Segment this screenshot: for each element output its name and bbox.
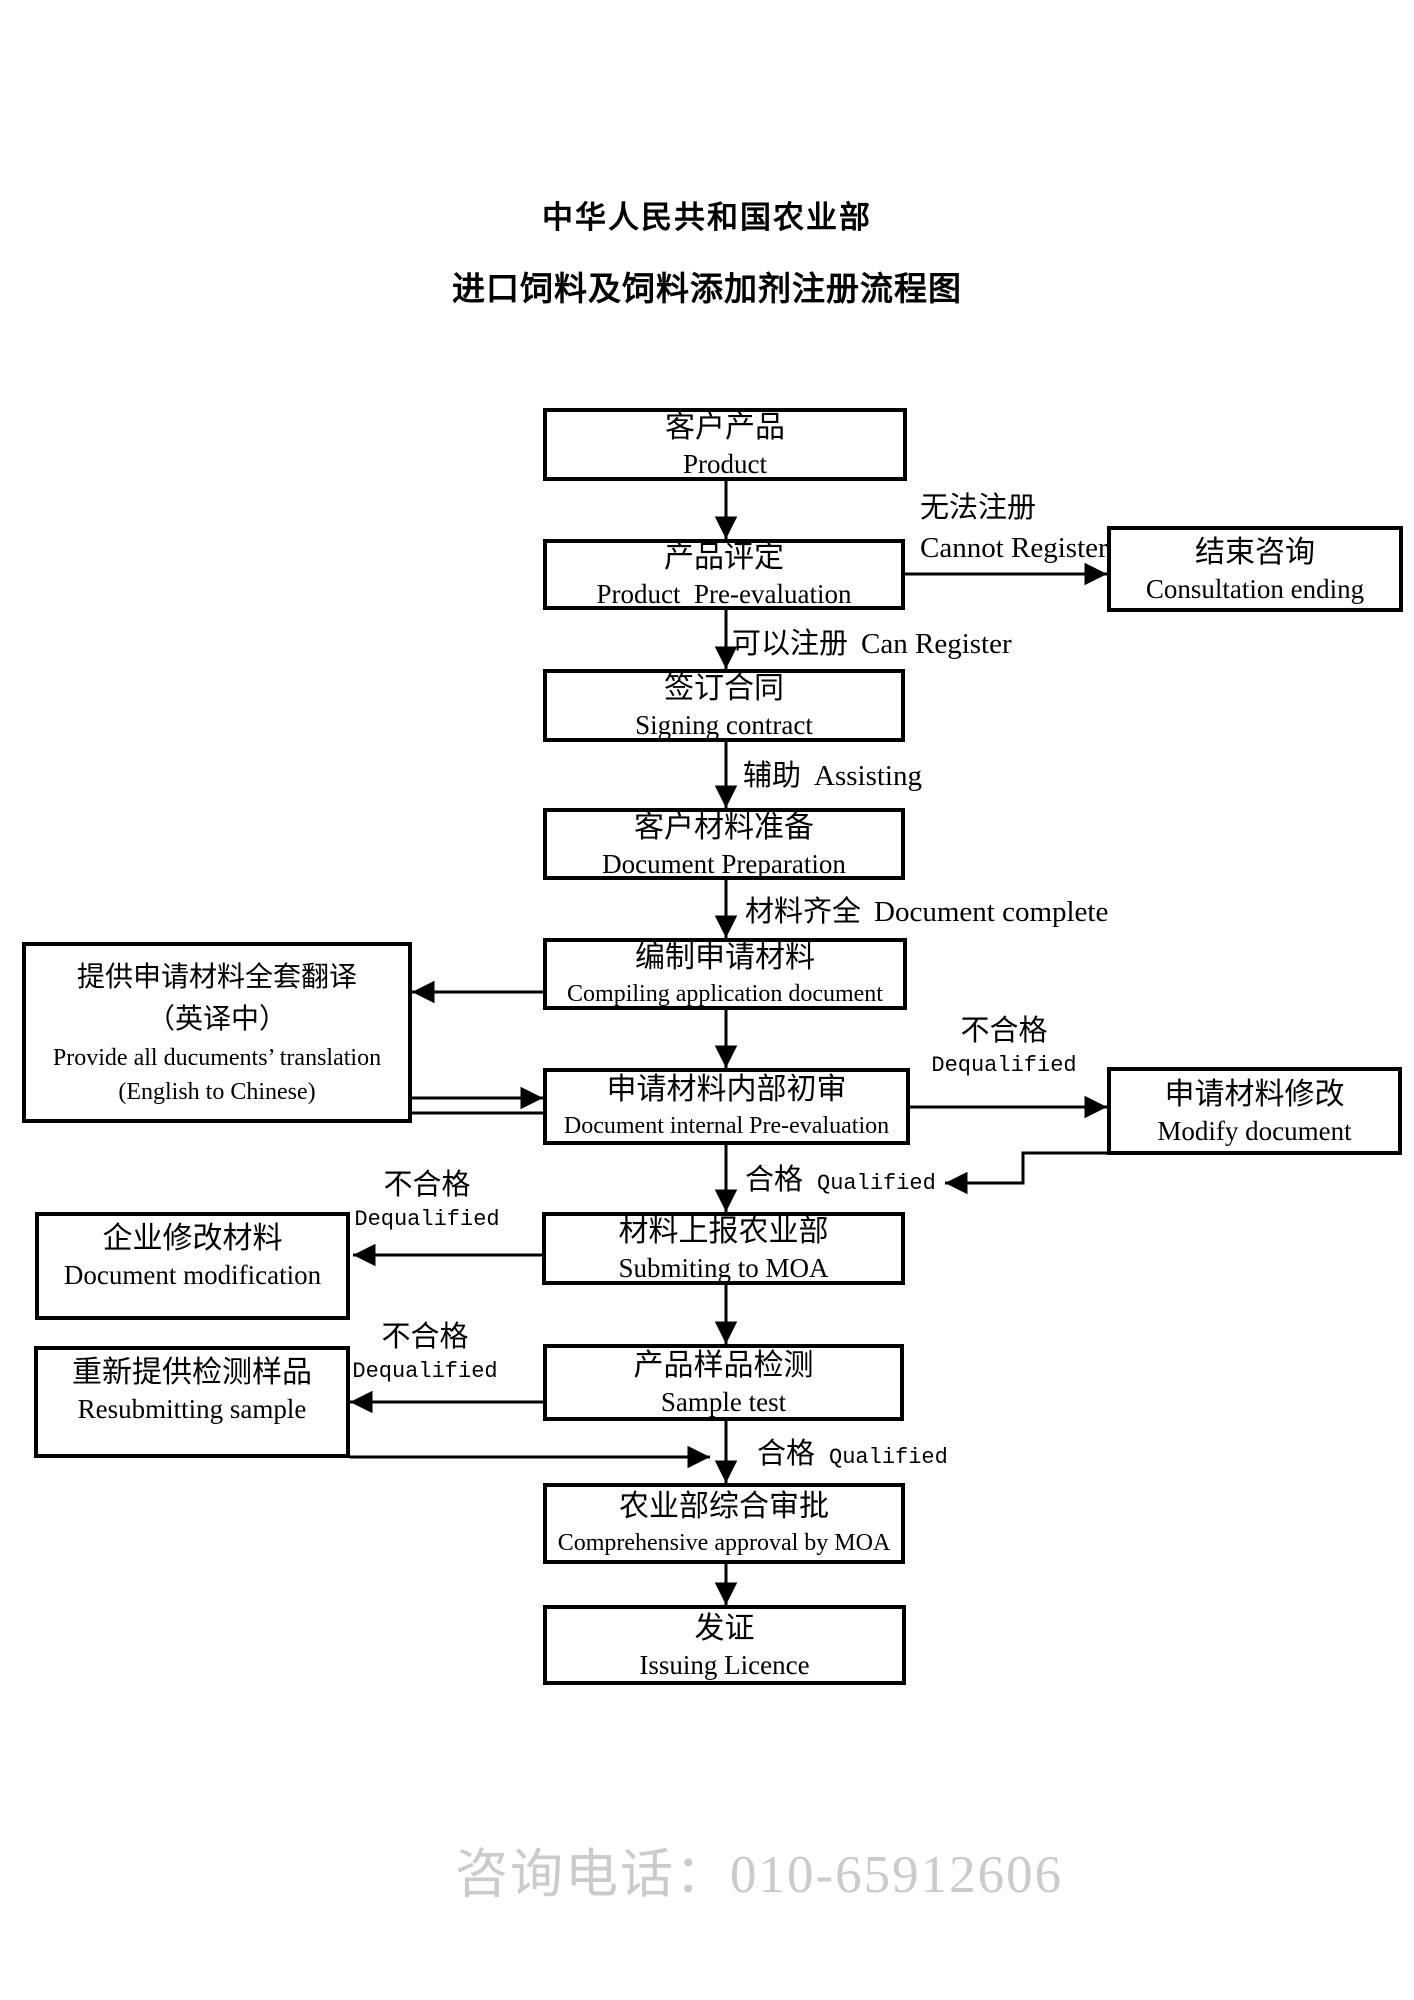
label-document-complete-en: Document complete (874, 896, 1109, 928)
node-signing-contract-en: Signing contract (635, 710, 813, 740)
label-qualified-submit-en: Qualified (817, 1171, 936, 1196)
node-issuing-licence-zh: 发证 (694, 1611, 755, 1645)
node-issuing-licence-en: Issuing Licence (639, 1649, 810, 1680)
label-dequalified-resample-en: Dequalified (352, 1359, 498, 1384)
label-dequalified-modify-zh: 不合格 (960, 1015, 1048, 1047)
label-qualified-approval-en: Qualified (829, 1445, 948, 1470)
node-compiling-application-zh: 编制申请材料 (635, 940, 815, 974)
node-internal-review-zh: 申请材料内部初审 (606, 1073, 847, 1106)
label-document-complete-zh: 材料齐全 (745, 896, 862, 928)
node-sample-test-zh: 产品样品检测 (633, 1349, 814, 1382)
node-modify-document-en: Modify document (1157, 1115, 1352, 1146)
node-signing-contract-zh: 签订合同 (664, 672, 784, 705)
label-dequalified-docmod-zh: 不合格 (383, 1169, 471, 1201)
node-sample-test: 产品样品检测 Sample test (543, 1344, 904, 1421)
node-pre-evaluation-en: Product Pre-evaluation (596, 579, 852, 609)
node-product: 客户产品 Product (543, 408, 907, 481)
node-internal-review-en: Document internal Pre-evaluation (563, 1113, 890, 1139)
label-qualified-submit: 合格 Qualified (745, 1156, 936, 1198)
node-document-modification-zh: 企业修改材料 (102, 1221, 283, 1255)
page-subtitle: 进口饲料及饲料添加剂注册流程图 (452, 272, 962, 308)
label-qualified-approval: 合格 Qualified (757, 1430, 948, 1472)
label-assisting-zh: 辅助 (743, 760, 802, 792)
node-issuing-licence: 发证 Issuing Licence (543, 1605, 906, 1685)
label-dequalified-resample: 不合格 Dequalified (350, 1316, 500, 1386)
label-cannot-register-zh: 无法注册 (920, 492, 1037, 524)
label-dequalified-docmod-en: Dequalified (354, 1207, 500, 1232)
node-comprehensive-approval: 农业部综合审批 Comprehensive approval by MOA (543, 1483, 905, 1564)
node-document-modification: 企业修改材料 Document modification (35, 1212, 350, 1320)
label-assisting: 辅助 Assisting (743, 752, 922, 794)
page-title: 中华人民共和国农业部 (542, 200, 872, 235)
node-product-en: Product (683, 449, 767, 479)
node-translation-en2: (English to Chinese) (118, 1078, 316, 1105)
node-sample-test-en: Sample test (660, 1387, 787, 1417)
node-consultation-ending: 结束咨询 Consultation ending (1107, 526, 1403, 612)
contact-watermark: 咨询电话：010-65912606 (455, 1846, 1064, 1904)
node-compiling-application-en: Compiling application document (567, 980, 883, 1007)
node-comprehensive-approval-en: Comprehensive approval by MOA (557, 1530, 891, 1556)
node-translation: 提供申请材料全套翻译 （英译中） Provide all ducuments’ … (22, 942, 412, 1123)
node-signing-contract: 签订合同 Signing contract (543, 669, 905, 742)
node-translation-en: Provide all ducuments’ translation (52, 1044, 382, 1071)
node-pre-evaluation-zh: 产品评定 (664, 541, 784, 574)
node-translation-zh2: （英译中） (146, 1003, 287, 1035)
node-document-preparation-en: Document Preparation (602, 848, 846, 879)
label-dequalified-docmod: 不合格 Dequalified (352, 1164, 502, 1234)
node-translation-zh: 提供申请材料全套翻译 (76, 961, 357, 993)
node-resubmitting-sample: 重新提供检测样品 Resubmitting sample (34, 1346, 350, 1458)
node-internal-review: 申请材料内部初审 Document internal Pre-evaluatio… (543, 1068, 910, 1145)
node-modify-document: 申请材料修改 Modify document (1107, 1067, 1402, 1155)
label-qualified-approval-zh: 合格 (757, 1438, 816, 1470)
node-compiling-application: 编制申请材料 Compiling application document (543, 938, 907, 1010)
label-assisting-en: Assisting (814, 760, 922, 792)
label-dequalified-modify: 不合格 Dequalified (928, 1010, 1080, 1080)
node-document-modification-en: Document modification (63, 1259, 322, 1290)
node-resubmitting-sample-zh: 重新提供检测样品 (72, 1355, 312, 1389)
node-resubmitting-sample-en: Resubmitting sample (77, 1393, 307, 1424)
label-document-complete: 材料齐全 Document complete (745, 888, 1108, 930)
node-document-preparation: 客户材料准备 Document Preparation (543, 808, 905, 880)
node-submitting-moa: 材料上报农业部 Submiting to MOA (542, 1212, 905, 1285)
node-consultation-ending-en: Consultation ending (1145, 573, 1365, 604)
label-qualified-submit-zh: 合格 (745, 1164, 804, 1196)
node-document-preparation-zh: 客户材料准备 (634, 810, 814, 844)
label-can-register-zh: 可以注册 (732, 628, 849, 660)
node-submitting-moa-zh: 材料上报农业部 (618, 1215, 829, 1248)
label-dequalified-modify-en: Dequalified (931, 1053, 1077, 1078)
label-cannot-register: 无法注册 Cannot Register (920, 486, 1108, 566)
node-product-zh: 客户产品 (665, 411, 785, 444)
node-modify-document-zh: 申请材料修改 (1164, 1077, 1345, 1111)
label-dequalified-resample-zh: 不合格 (381, 1321, 469, 1353)
node-consultation-ending-zh: 结束咨询 (1195, 535, 1315, 569)
label-can-register: 可以注册 Can Register (732, 620, 1012, 662)
edge-modify-return (945, 1151, 1110, 1195)
node-submitting-moa-en: Submiting to MOA (618, 1253, 829, 1283)
node-pre-evaluation: 产品评定 Product Pre-evaluation (543, 539, 905, 610)
label-cannot-register-en: Cannot Register (920, 532, 1108, 564)
label-can-register-en: Can Register (861, 628, 1012, 660)
node-comprehensive-approval-zh: 农业部综合审批 (619, 1490, 829, 1523)
